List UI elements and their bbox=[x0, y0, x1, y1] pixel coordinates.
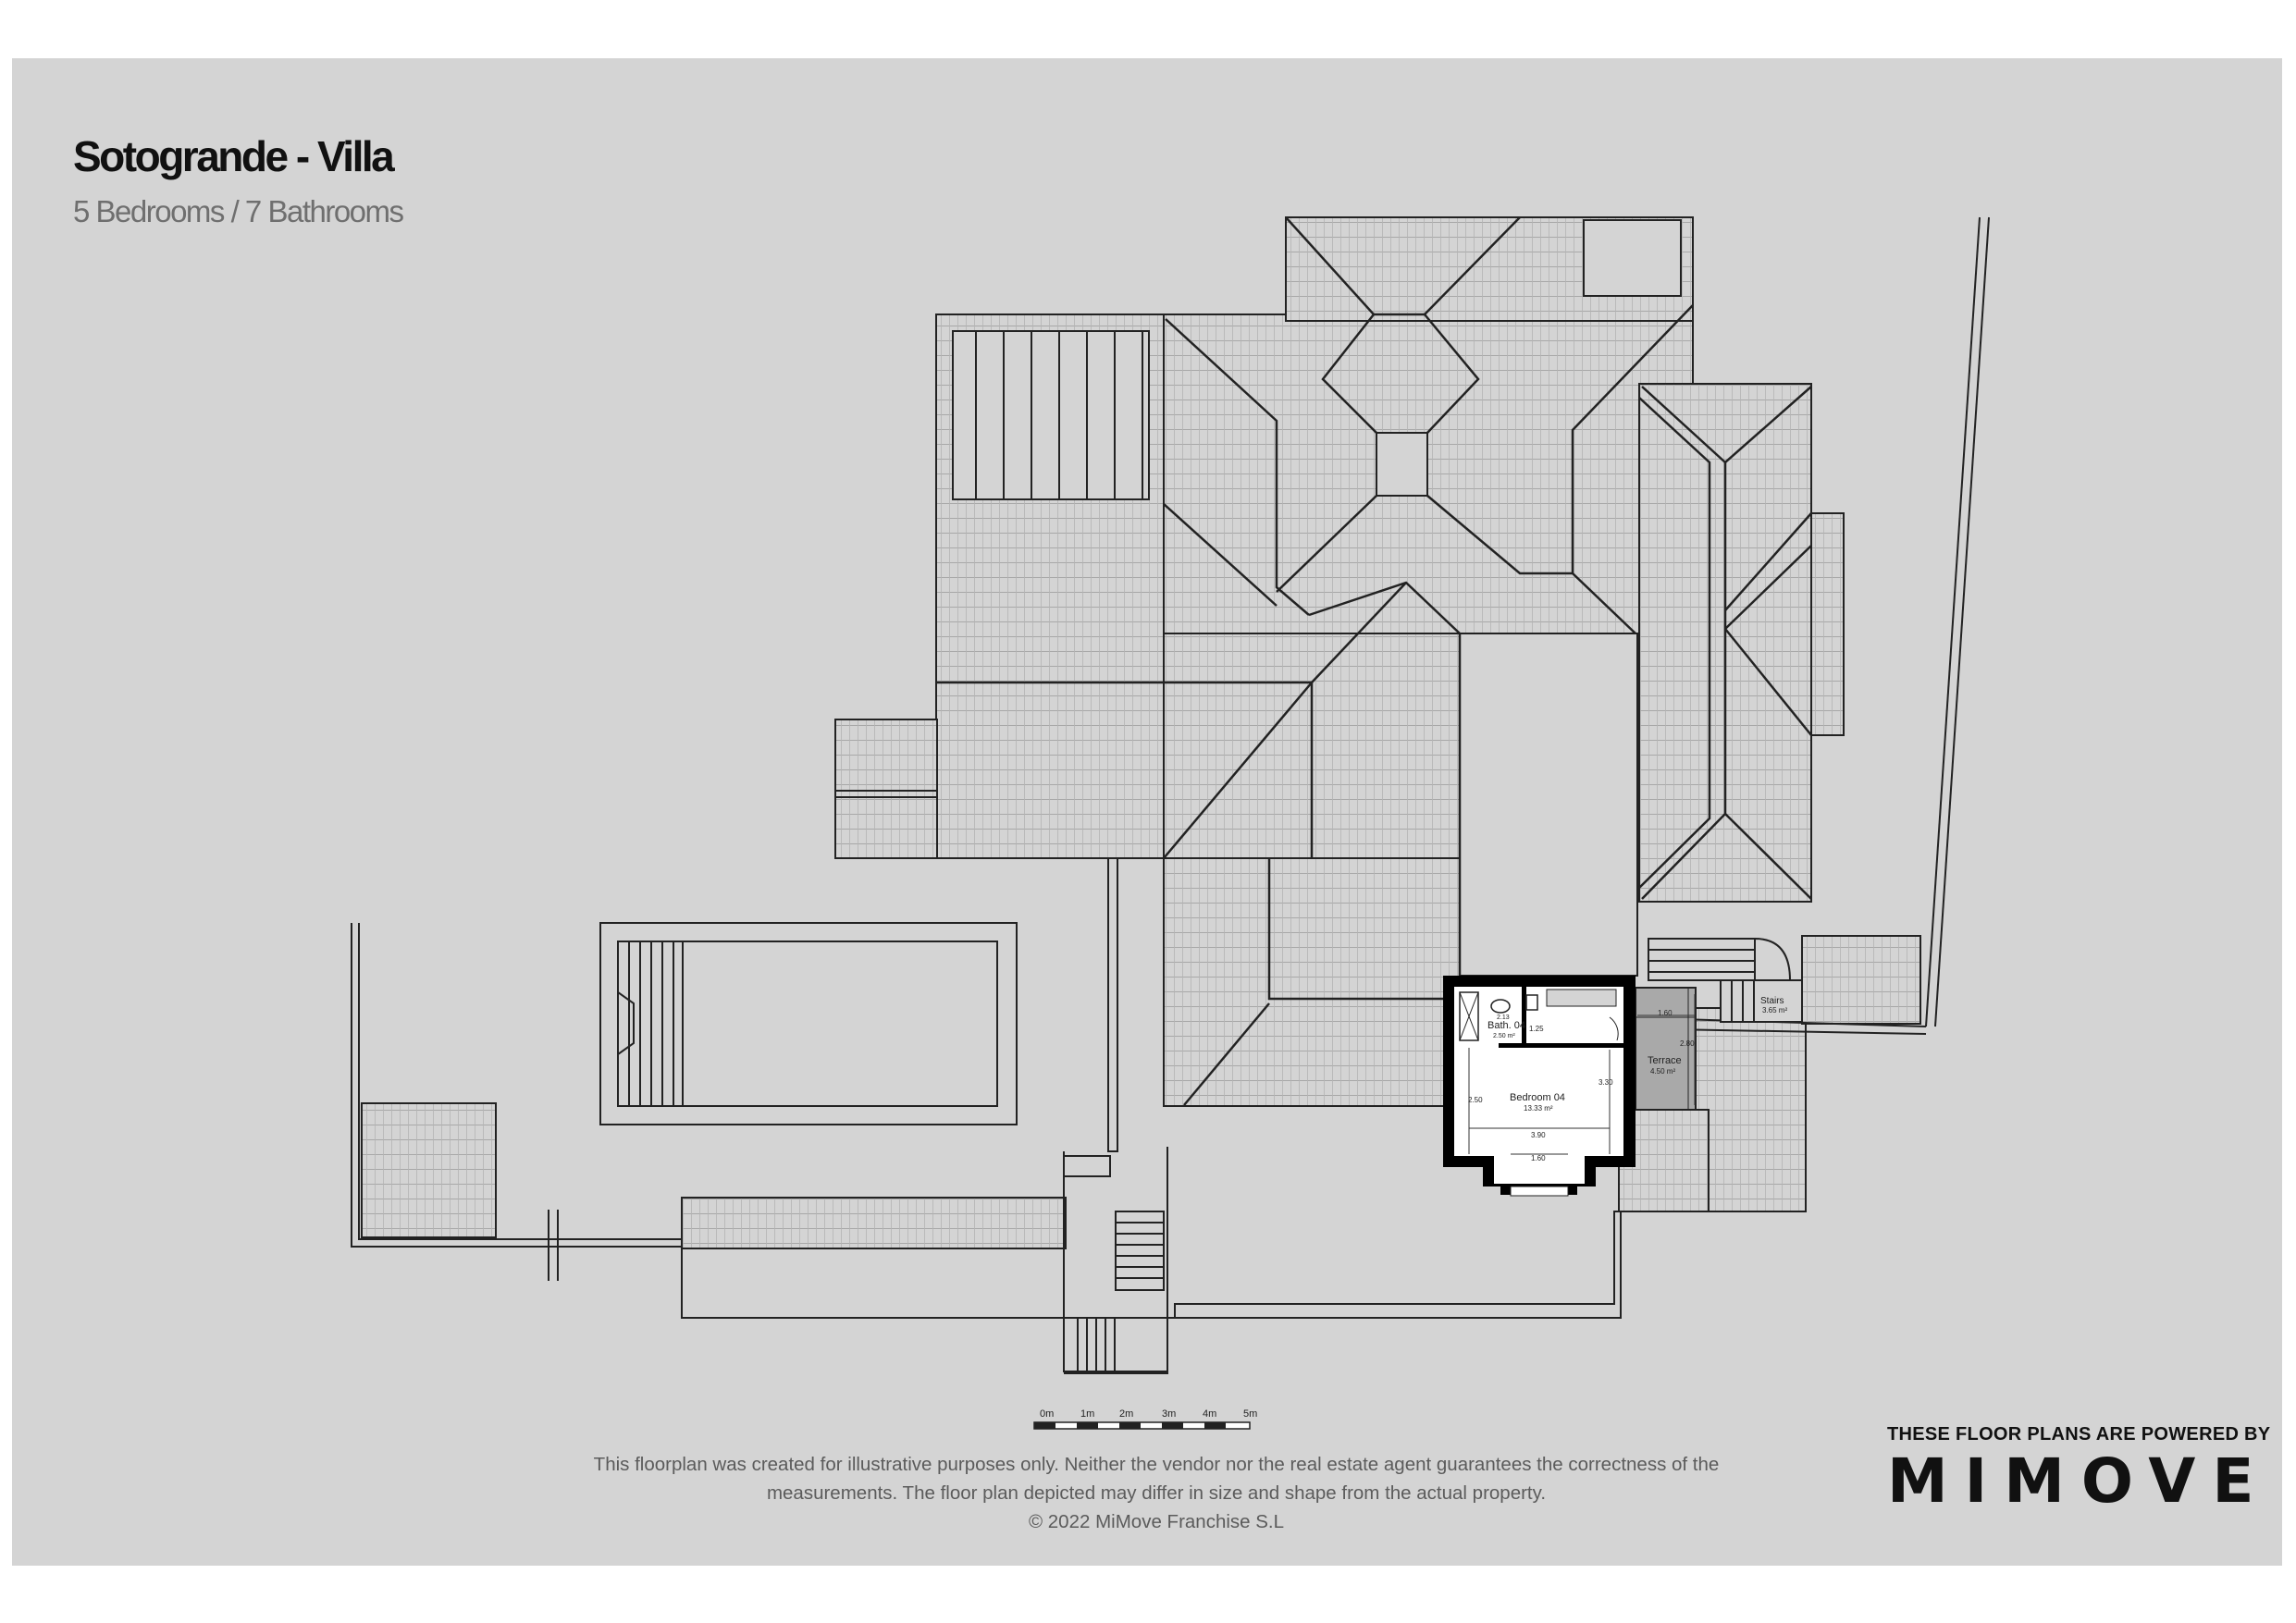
bedroom-dim-width: 3.90 bbox=[1531, 1131, 1546, 1139]
terrace-area bbox=[1635, 987, 1697, 1111]
disclaimer-line-1: This floorplan was created for illustrat… bbox=[593, 1454, 1720, 1475]
bath-label: Bath. 04 bbox=[1487, 1020, 1525, 1031]
north-skylight bbox=[1583, 219, 1682, 297]
terrace-dim-height: 2.80 bbox=[1680, 1039, 1695, 1048]
roof-west-yard bbox=[361, 1102, 497, 1238]
pergola-slats bbox=[835, 330, 1150, 798]
scale-bar: 0m 1m 2m 3m 4m 5m bbox=[1033, 1408, 1257, 1430]
bedroom-dim-height: 2.50 bbox=[1468, 1096, 1483, 1104]
stairs-label: Stairs bbox=[1760, 996, 1784, 1006]
disclaimer-line-2: measurements. The floor plan depicted ma… bbox=[766, 1482, 1547, 1504]
roof-south-lower bbox=[1163, 857, 1461, 1107]
courtyard-void bbox=[1459, 633, 1638, 977]
roof-ridges bbox=[936, 216, 1812, 1106]
brand-tagline: THESE FLOOR PLANS ARE POWERED BY bbox=[1887, 1424, 2271, 1445]
scale-label-2: 2m bbox=[1119, 1408, 1133, 1420]
roof-far-east bbox=[1801, 935, 1921, 1025]
scale-label-1: 1m bbox=[1080, 1408, 1094, 1420]
bedroom-label: Bedroom 04 bbox=[1510, 1092, 1565, 1103]
brand-block: THESE FLOOR PLANS ARE POWERED BY MIMOVE bbox=[1887, 1424, 2271, 1517]
scale-label-5: 5m bbox=[1243, 1408, 1257, 1420]
bedroom-dim-side: 3.30 bbox=[1599, 1078, 1613, 1087]
courtyard bbox=[1376, 219, 1682, 977]
page-title: Sotogrande - Villa bbox=[73, 132, 395, 180]
exterior-stairs bbox=[1063, 937, 1803, 1372]
bedroom-dim-bay: 1.60 bbox=[1531, 1154, 1546, 1162]
bath-dim-b: 1.25 bbox=[1529, 1025, 1544, 1033]
central-skylight bbox=[1376, 432, 1428, 497]
roof-east-annex bbox=[1810, 512, 1845, 736]
disclaimer: This floorplan was created for illustrat… bbox=[518, 1450, 1795, 1536]
page-subtitle: 5 Bedrooms / 7 Bathrooms bbox=[73, 194, 404, 228]
terrace-area: 4.50 m² bbox=[1650, 1067, 1675, 1076]
copyright: © 2022 MiMove Franchise S.L bbox=[1028, 1511, 1285, 1532]
roof-west-annex bbox=[834, 719, 938, 859]
room-labels: Bath. 04 2.50 m² 2.13 1.25 Bedroom 04 13… bbox=[1468, 996, 1787, 1162]
roof-pergola bbox=[681, 1197, 1067, 1249]
mimove-logo: MIMOVE bbox=[1887, 1445, 2271, 1517]
swimming-pool bbox=[599, 922, 1018, 1125]
bedroom-area: 13.33 m² bbox=[1524, 1104, 1553, 1113]
scale-label-4: 4m bbox=[1203, 1408, 1216, 1420]
stairs-area: 3.65 m² bbox=[1762, 1006, 1787, 1014]
scale-label-0: 0m bbox=[1040, 1408, 1054, 1420]
dimension-lines bbox=[1468, 994, 1696, 1155]
terrace-label: Terrace bbox=[1648, 1055, 1682, 1066]
bath-area: 2.50 m² bbox=[1493, 1033, 1515, 1039]
bath-dim-a: 2.13 bbox=[1497, 1014, 1510, 1021]
scale-label-3: 3m bbox=[1162, 1408, 1176, 1420]
terrace-dim-width: 1.60 bbox=[1658, 1009, 1673, 1017]
